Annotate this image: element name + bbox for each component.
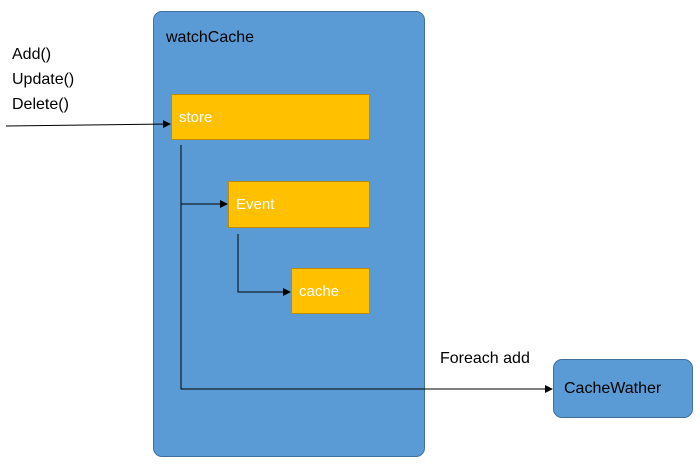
- operation-update: Update(): [12, 71, 75, 88]
- foreach-add-label: Foreach add: [440, 350, 530, 367]
- cache-box: cache: [291, 268, 370, 314]
- operations-list: Add() Update() Delete(): [12, 42, 74, 117]
- watchcache-container: [153, 11, 425, 457]
- input-arrow: [5, 120, 171, 129]
- store-to-event-arrow: [180, 145, 228, 208]
- event-to-cache-arrow: [237, 234, 291, 296]
- store-box: store: [171, 94, 370, 140]
- cachewatcher-box: CacheWather: [553, 359, 693, 418]
- store-to-watcher-arrow: [180, 204, 553, 393]
- watchcache-title: watchCache: [166, 29, 255, 46]
- operation-add: Add(): [12, 46, 52, 63]
- operation-delete: Delete(): [12, 96, 69, 113]
- event-box: Event: [228, 181, 370, 228]
